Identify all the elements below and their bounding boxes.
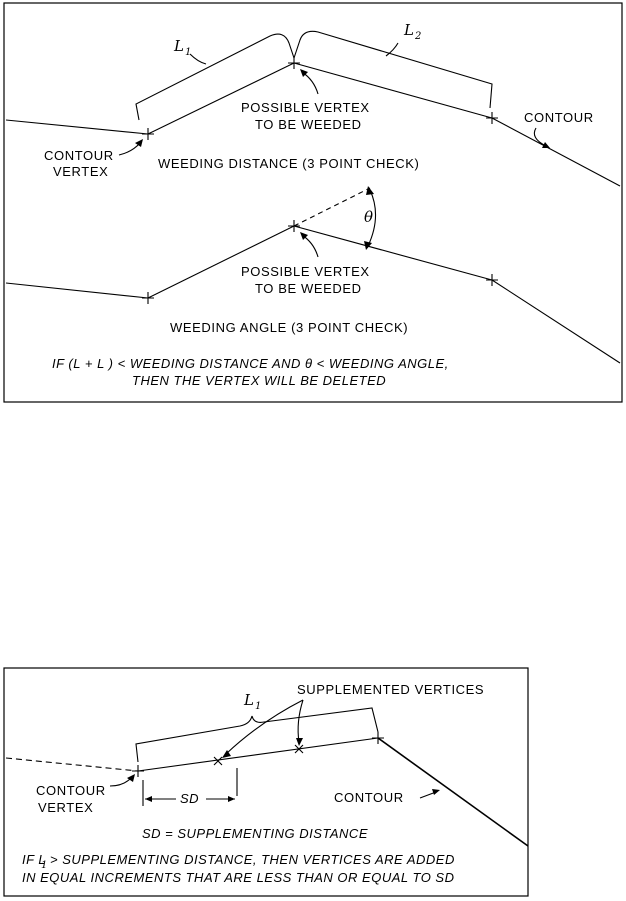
bottom-l1-bracket xyxy=(135,707,379,763)
sd-definition: SD = SUPPLEMENTING DISTANCE xyxy=(142,826,368,841)
supplement-rule-line-2: IN EQUAL INCREMENTS THAT ARE LESS THAN O… xyxy=(22,870,454,885)
contour-vertex-label-a: CONTOUR xyxy=(44,148,114,163)
l2-label: L xyxy=(403,21,414,39)
l2-leader xyxy=(385,42,399,57)
bottom-panel-frame xyxy=(3,667,529,897)
bottom-l1-label: L xyxy=(243,691,254,709)
l1-bracket xyxy=(135,33,295,121)
supplemented-vertex-1 xyxy=(213,756,223,766)
l1-label: L xyxy=(173,37,184,55)
possible-vertex-marker xyxy=(288,57,300,69)
bottom-contour-vertex-label-a: CONTOUR xyxy=(36,783,106,798)
bottom-contour-vertex-marker xyxy=(132,765,144,777)
angle-extension-dashed xyxy=(293,187,371,227)
weeding-rule-line-2: THEN THE VERTEX WILL BE DELETED xyxy=(132,373,386,388)
supplemented-vertex-2 xyxy=(294,744,304,754)
weeding-angle-title: WEEDING ANGLE (3 POINT CHECK) xyxy=(170,320,408,335)
contour-vertex-marker xyxy=(142,128,154,140)
weeding-distance-contour xyxy=(5,57,621,187)
contour-leader xyxy=(533,127,547,147)
sd-dimension xyxy=(142,768,238,806)
bottom-end-vertex-marker xyxy=(372,732,384,744)
possible-vertex-label-1b: TO BE WEEDED xyxy=(255,117,362,132)
possible-vertex-label-2a: POSSIBLE VERTEX xyxy=(241,264,370,279)
weeding-rule-line-1: IF (L + L ) < WEEDING DISTANCE AND θ < W… xyxy=(52,356,449,371)
supplement-rule-line-1: IF L > SUPPLEMENTING DISTANCE, THEN VERT… xyxy=(22,852,455,867)
possible-vertex-label-2b: TO BE WEEDED xyxy=(255,281,362,296)
bottom-contour-label: CONTOUR xyxy=(334,790,404,805)
theta-label: θ xyxy=(364,208,373,226)
weeding-angle-contour xyxy=(5,187,621,364)
supplemented-leader-1 xyxy=(225,699,304,755)
theta-arc xyxy=(367,189,377,247)
supplement-rule-subscript: 1 xyxy=(41,860,47,871)
top-panel-frame xyxy=(3,2,623,403)
l1-leader xyxy=(189,53,207,65)
contour-label: CONTOUR xyxy=(524,110,594,125)
contour-vertex-leader xyxy=(118,142,141,156)
bottom-contour-vertex-label-b: VERTEX xyxy=(38,800,93,815)
weeding-distance-title: WEEDING DISTANCE (3 POINT CHECK) xyxy=(158,156,419,171)
l2-bracket xyxy=(293,30,493,109)
supplemented-vertices-label: SUPPLEMENTED VERTICES xyxy=(297,682,484,697)
l1-subscript: 1 xyxy=(185,47,191,58)
contour-vertex-label-b: VERTEX xyxy=(53,164,108,179)
sd-label: SD xyxy=(180,791,199,806)
end-vertex-marker xyxy=(486,112,498,124)
l2-subscript: 2 xyxy=(414,31,421,42)
supplementing-contour xyxy=(5,732,529,847)
bottom-l1-subscript: 1 xyxy=(255,701,261,712)
possible-vertex-label-1a: POSSIBLE VERTEX xyxy=(241,100,370,115)
supplemented-leader-2 xyxy=(297,699,304,743)
